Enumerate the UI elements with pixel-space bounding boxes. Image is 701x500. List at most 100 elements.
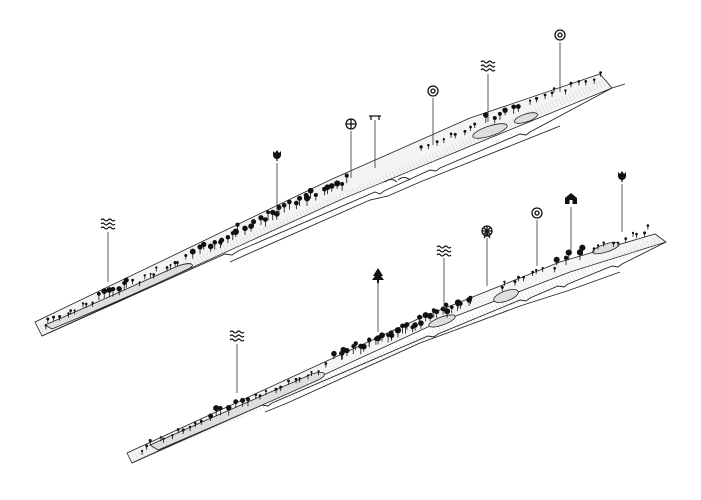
tree-silhouette (403, 323, 408, 334)
tree-silhouette (419, 145, 423, 151)
tree-silhouette (550, 91, 554, 97)
deck-hatch-line (451, 144, 456, 152)
deck-hatch-line (587, 266, 592, 274)
deck-hatch-line (302, 210, 307, 218)
deck-hatch-line (342, 192, 347, 200)
sports-ball-icon (345, 118, 357, 130)
deck-hatch-line (431, 153, 436, 161)
deck-hatch-line (548, 102, 553, 110)
deck-hatch-line (441, 326, 446, 334)
deck-hatch-line (461, 140, 466, 148)
deck-hatch-line (561, 96, 566, 105)
tree-silhouette (553, 266, 557, 273)
deck-hatch-line (418, 159, 423, 167)
tree-silhouette (511, 104, 517, 114)
deck-hatch-line (445, 147, 450, 155)
tree-silhouette (612, 241, 615, 248)
tree-silhouette (379, 332, 385, 342)
marker-sports-ball (345, 118, 357, 178)
deck-hatch-line (326, 374, 331, 382)
tree-silhouette (643, 231, 647, 237)
marker-bench (369, 115, 381, 168)
deck-hatch-line (441, 149, 446, 157)
deck-hatch-line (402, 166, 406, 174)
tree-silhouette (193, 421, 197, 428)
upper-oval-pond-1 (472, 123, 508, 139)
deck-hatch-line (639, 244, 644, 252)
tree-silhouette (543, 93, 547, 99)
tree-silhouette (444, 308, 451, 318)
deck-hatch-line (438, 150, 443, 158)
tree-silhouette (44, 324, 48, 330)
deck-hatch-line (600, 260, 605, 268)
tree-silhouette (373, 336, 378, 345)
tree-silhouette (599, 71, 602, 77)
deck-hatch-line (285, 217, 290, 225)
deck-hatch-line (537, 286, 542, 294)
deck-hatch-line (581, 88, 586, 96)
tree-silhouette (631, 231, 635, 237)
deck-hatch-line (192, 258, 197, 266)
deck-hatch-line (242, 236, 247, 244)
tree-silhouette (553, 256, 560, 266)
deck-hatch-line (448, 146, 453, 154)
tree-silhouette (528, 99, 532, 105)
tree-silhouette (233, 399, 239, 408)
deck-hatch-line (325, 199, 330, 208)
tree-silhouette (394, 327, 402, 338)
deck-hatch-line (349, 364, 354, 372)
deck-hatch-line (445, 324, 450, 333)
deck-hatch-line (508, 120, 513, 128)
lower-long-pond (149, 372, 325, 451)
deck-hatch-line (131, 454, 136, 463)
marker-waves-2 (480, 60, 496, 122)
marker-waves-1 (100, 218, 116, 282)
tree-silhouette (199, 419, 203, 426)
deck-hatch-line (554, 279, 559, 287)
tree-silhouette (552, 87, 556, 93)
deck-hatch-line (215, 247, 220, 256)
tree-silhouette (225, 234, 231, 244)
lifebuoy-icon (554, 29, 566, 41)
deck-hatch-line (269, 224, 274, 232)
tree-silhouette (602, 241, 605, 247)
deck-hatch-line (574, 90, 579, 99)
deck-hatch-line (305, 208, 310, 216)
deck-hatch-line (322, 201, 327, 209)
deck-hatch-line (455, 320, 460, 328)
tree-silhouette (531, 270, 534, 276)
tree-silhouette (324, 362, 328, 368)
deck-hatch-line (468, 137, 473, 145)
tree-silhouette (565, 249, 572, 260)
tree-silhouette (248, 223, 254, 232)
deck-hatch-line (606, 257, 611, 266)
deck-hatch-line (295, 213, 300, 221)
deck-hatch-line (255, 230, 260, 238)
upper-long-pond (44, 263, 193, 330)
deck-hatch-line (570, 272, 575, 281)
tree-silhouette (294, 377, 298, 384)
tree-silhouette (251, 219, 257, 228)
tree-silhouette (503, 280, 506, 286)
deck-hatch-line (438, 327, 443, 335)
tree-silhouette (276, 204, 282, 215)
tree-silhouette (101, 288, 108, 299)
tree-silhouette (165, 266, 169, 272)
deck-hatch-line (603, 259, 608, 267)
lower-strip-underline (264, 271, 621, 413)
deck-hatch-line (292, 214, 297, 222)
deck-hatch-line (378, 176, 383, 184)
deck-hatch-line (308, 207, 313, 215)
deck-hatch-line (323, 375, 328, 383)
tree-silhouette (492, 116, 497, 124)
deck-hatch-line (352, 188, 357, 196)
deck-hatch-line (458, 319, 463, 327)
tree-silhouette (334, 180, 341, 189)
deck-hatch-line (232, 240, 237, 248)
tree-silhouette (281, 202, 287, 213)
tree-silhouette (317, 370, 320, 376)
tree-silhouette (106, 287, 113, 298)
tree-silhouette (535, 268, 538, 275)
tree-silhouette (84, 302, 88, 308)
